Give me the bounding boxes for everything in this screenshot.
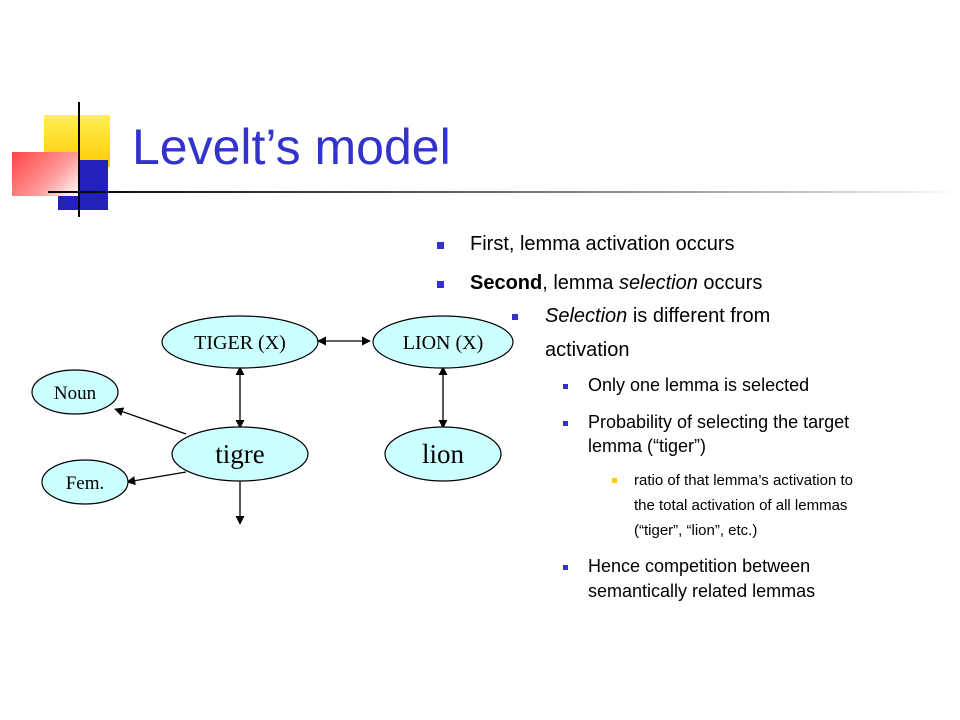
bullet-ratio-line3: (“tiger”, “lion”, etc.) (634, 522, 758, 539)
bullet-competition: Hence competition between (588, 556, 811, 576)
bullet-italic-word: Selection (545, 305, 628, 327)
bullet-competition-line2: semantically related lemmas (588, 581, 816, 601)
node-fem-label: Fem. (66, 473, 105, 494)
red-square (12, 152, 78, 196)
bullet-probability-line2: lemma (“tiger”) (588, 436, 707, 456)
bullet-icon (563, 565, 568, 570)
corner-decoration (0, 0, 140, 220)
tigre-noun-link (114, 407, 187, 435)
tigre-fem-link (126, 471, 187, 486)
bullet-lemma-activation: First, lemma activation occurs (470, 233, 735, 255)
bullet-one-lemma: Only one lemma is selected (588, 375, 810, 395)
node-fem: Fem. (41, 459, 129, 505)
node-tiger-x-label: TIGER (X) (194, 332, 286, 354)
bullet-icon (563, 384, 568, 389)
node-lion-x: LION (X) (372, 315, 514, 369)
bullet-text: occurs (697, 272, 763, 294)
bullet-selection-different: Selection is different from (545, 305, 770, 328)
node-noun-label: Noun (54, 383, 97, 404)
bullet-text: is different from (627, 305, 771, 327)
bullet-text: , lemma (542, 272, 619, 294)
node-noun: Noun (31, 369, 119, 415)
bullet-italic-word: selection (618, 272, 698, 294)
bullet-probability: Probability of selecting the target (588, 412, 850, 432)
bullet-ratio-line2: the total activation of all lemmas (634, 497, 848, 514)
bullet-icon (437, 242, 444, 249)
node-tiger-x: TIGER (X) (161, 315, 319, 369)
node-lion-label: lion (422, 439, 465, 469)
bullet-ratio: ratio of that lemma’s activation to (634, 472, 853, 489)
bullet-icon (512, 314, 518, 320)
node-tigre: tigre (171, 426, 309, 482)
bullet-bold-word: Second (470, 272, 543, 294)
bullet-lemma-selection: Second, lemma selection occurs (470, 272, 762, 295)
bullet-icon (437, 281, 444, 288)
bullet-icon (612, 478, 617, 483)
bullet-selection-different-line2: activation (545, 339, 630, 361)
bullet-icon (563, 421, 568, 426)
vertical-line (78, 102, 80, 217)
node-lion-x-label: LION (X) (403, 332, 484, 354)
node-lion: lion (384, 426, 502, 482)
title-divider (48, 191, 960, 193)
slide-title: Levelt’s model (132, 119, 451, 175)
node-tigre-label: tigre (215, 439, 264, 469)
